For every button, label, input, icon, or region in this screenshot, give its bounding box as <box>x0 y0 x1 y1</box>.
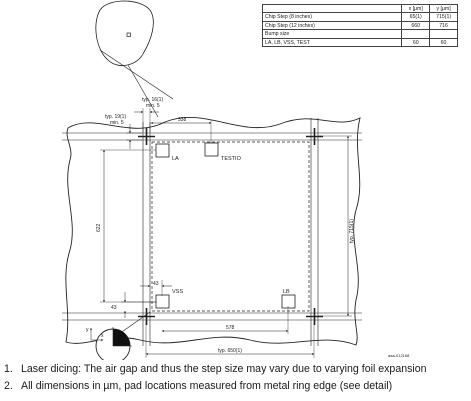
detail-bubble-top <box>95 0 154 66</box>
svg-text:43: 43 <box>153 281 159 287</box>
pad-testio: TESTIO <box>204 142 242 162</box>
table-header: y [µm] <box>429 3 458 14</box>
table-header-row: x [µm] y [µm] <box>261 3 458 14</box>
wafer-outline <box>65 117 361 346</box>
dim-578: 578 <box>161 306 289 334</box>
svg-text:typ. 715(1): typ. 715(1) <box>349 219 355 243</box>
pad-vss: VSS <box>155 289 183 309</box>
table-row: Bump size <box>261 29 458 39</box>
chip-dimension-diagram: LA TESTIO VSS LB typ. 16(1) min. 5 typ. … <box>62 0 410 360</box>
dim-typ19: typ. 19(1) min. 5 <box>105 114 142 149</box>
svg-text:typ. 16(1): typ. 16(1) <box>142 97 163 103</box>
chip-ring-edge <box>151 141 310 312</box>
svg-text:578: 578 <box>226 325 235 331</box>
dim-43-vertical: 43 <box>111 292 156 318</box>
svg-text:338: 338 <box>178 117 187 123</box>
table-header <box>261 3 403 14</box>
table-row: LA, LB, VSS, TEST 60 60 <box>261 37 458 48</box>
footnote: 2.All dimensions in µm, pad locations me… <box>4 380 393 392</box>
axis-x-label: x <box>101 333 104 339</box>
footnote: 1.Laser dicing: The air gap and thus the… <box>4 363 427 375</box>
pad-la: LA <box>155 143 179 162</box>
pad-lb-label: LB <box>283 289 290 295</box>
svg-text:43: 43 <box>111 305 117 311</box>
scribe-lanes <box>62 118 362 346</box>
dim-43-horizontal: 43 <box>140 280 172 296</box>
axis-arrows: y x <box>86 327 104 341</box>
svg-text:min. 5: min. 5 <box>146 103 160 109</box>
dim-622: 622 <box>96 149 156 303</box>
table-row: Chip Step (8 inches) 65(1) 715(1) <box>261 12 458 22</box>
dim-typ715: typ. 715(1) <box>318 135 355 317</box>
detail-leader <box>118 311 151 335</box>
dim-typ16: typ. 16(1) min. 5 <box>134 97 163 132</box>
figure-id: aaa-012168 <box>388 353 410 358</box>
svg-text:622: 622 <box>96 223 102 232</box>
pad-la-label: LA <box>172 156 179 162</box>
leader-line-1 <box>99 49 174 100</box>
dimension-table: x [µm] y [µm] Chip Step (8 inches) 65(1)… <box>261 3 458 48</box>
lane-intersections <box>138 128 323 325</box>
pad-vss-label: VSS <box>172 289 183 295</box>
svg-text:typ. 650(1): typ. 650(1) <box>218 348 242 354</box>
svg-text:typ. 19(1): typ. 19(1) <box>105 114 126 120</box>
svg-text:min. 5: min. 5 <box>110 120 124 126</box>
detail-circle <box>95 327 132 360</box>
table-header: x [µm] <box>401 3 431 14</box>
dim-338: 338 <box>150 117 212 143</box>
table-row: Chip Step (12 inches) 660 716 <box>261 20 458 31</box>
leader-line-2 <box>127 64 159 118</box>
dim-typ650: typ. 650(1) <box>145 322 315 358</box>
pad-testio-label: TESTIO <box>221 156 242 162</box>
pad-lb: LB <box>281 289 296 309</box>
axis-y-label: y <box>86 327 89 333</box>
footnotes: 1.Laser dicing: The air gap and thus the… <box>0 361 471 395</box>
